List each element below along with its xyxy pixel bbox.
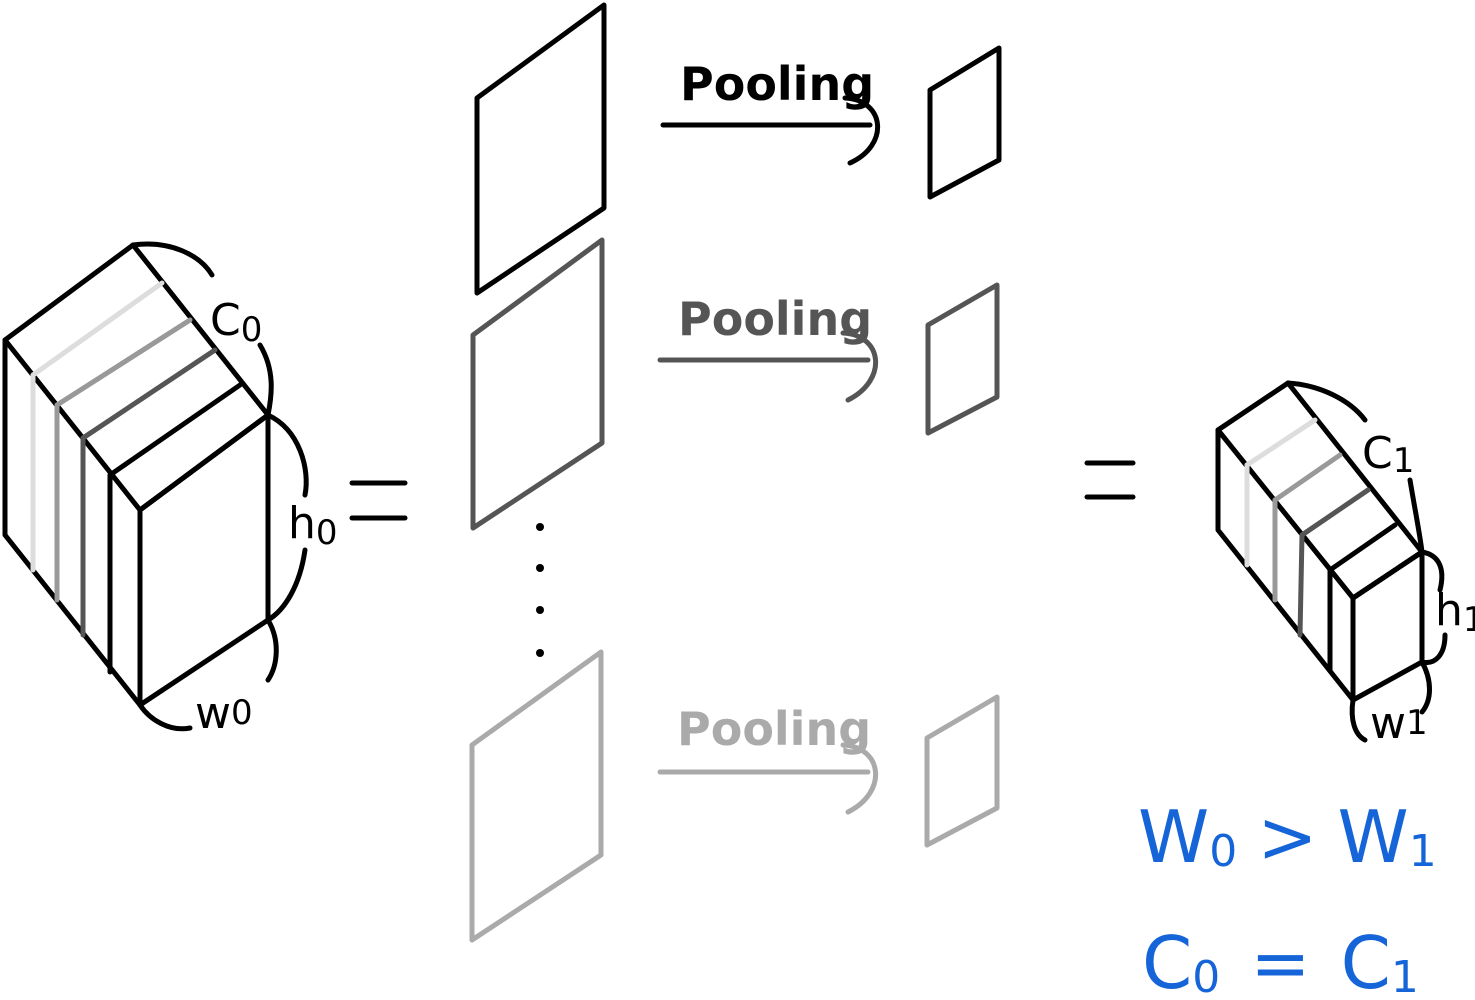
pooling-row-2: Pooling	[470, 237, 1000, 531]
input-height-label: h0	[288, 498, 338, 553]
feature-map-3	[469, 649, 604, 943]
input-slice-line-2	[54, 317, 193, 408]
output-channel-brace	[1285, 380, 1368, 423]
pooled-map-3	[924, 694, 1000, 848]
input-cube-front-face	[137, 412, 271, 708]
pooled-map-1	[927, 45, 1002, 200]
input-height-brace-2	[265, 547, 308, 623]
output-slice-line-2	[1272, 452, 1343, 503]
feature-map-2	[470, 237, 605, 531]
output-cube-left-face	[1215, 427, 1356, 703]
input-channel-brace-2	[257, 342, 274, 418]
pooling-label-3: Pooling	[677, 702, 871, 756]
input-slice-line-4	[107, 382, 243, 478]
input-width-brace-2	[137, 702, 193, 732]
pooling-arrowhead-3	[840, 742, 878, 815]
output-width-brace	[1419, 659, 1432, 715]
output-height-label: h1	[1435, 585, 1475, 640]
input-cube-top-face	[2, 242, 271, 513]
input-channel-label: C0	[210, 295, 262, 350]
output-cube-front-face	[1350, 549, 1425, 703]
input-width-label: w0	[195, 688, 253, 739]
input-channel-brace	[130, 241, 215, 278]
output-slice-line-3	[1299, 487, 1371, 538]
output-width-label: w1	[1370, 698, 1428, 749]
ellipsis: ⋮	[522, 654, 523, 656]
input-slice-line-3	[80, 347, 218, 441]
output-channel-label: C1	[1362, 428, 1414, 481]
output-height-brace	[1419, 549, 1445, 593]
pooling-arrowhead-2	[840, 330, 878, 403]
output-width-brace-2	[1349, 697, 1368, 743]
output-channel-brace-2	[1407, 477, 1425, 555]
output-slice-vert-3	[1297, 532, 1305, 638]
pooled-map-2	[925, 282, 1000, 436]
input-height-brace	[265, 412, 309, 498]
pooling-row-3: Pooling	[469, 649, 1000, 943]
output-slice-line-4	[1327, 522, 1398, 573]
relation-channel: C0=C1	[1142, 921, 1419, 1000]
relation-channel-text: C0=C1	[1142, 921, 1419, 1000]
input-width-brace	[265, 617, 279, 683]
output-slice-line-1	[1244, 417, 1318, 468]
equals-sign-right	[1084, 460, 1136, 500]
pooling-label-1: Pooling	[680, 57, 874, 111]
ellipsis-dots	[536, 523, 544, 657]
output-height-brace-2	[1419, 632, 1448, 666]
equals-sign-left	[349, 480, 408, 521]
input-slice-line-1	[30, 280, 165, 378]
pooling-label-2: Pooling	[678, 292, 872, 346]
output-tensor: C1 h1 w1	[1215, 380, 1475, 749]
input-tensor: C0 h0 w0	[2, 241, 338, 739]
feature-map-1	[474, 2, 607, 296]
relation-width-text: W0>W1	[1138, 795, 1437, 879]
pooling-arrowhead-1	[842, 95, 880, 166]
pooling-row-1: Pooling	[474, 2, 1002, 296]
relation-width: W0>W1	[1138, 795, 1437, 879]
